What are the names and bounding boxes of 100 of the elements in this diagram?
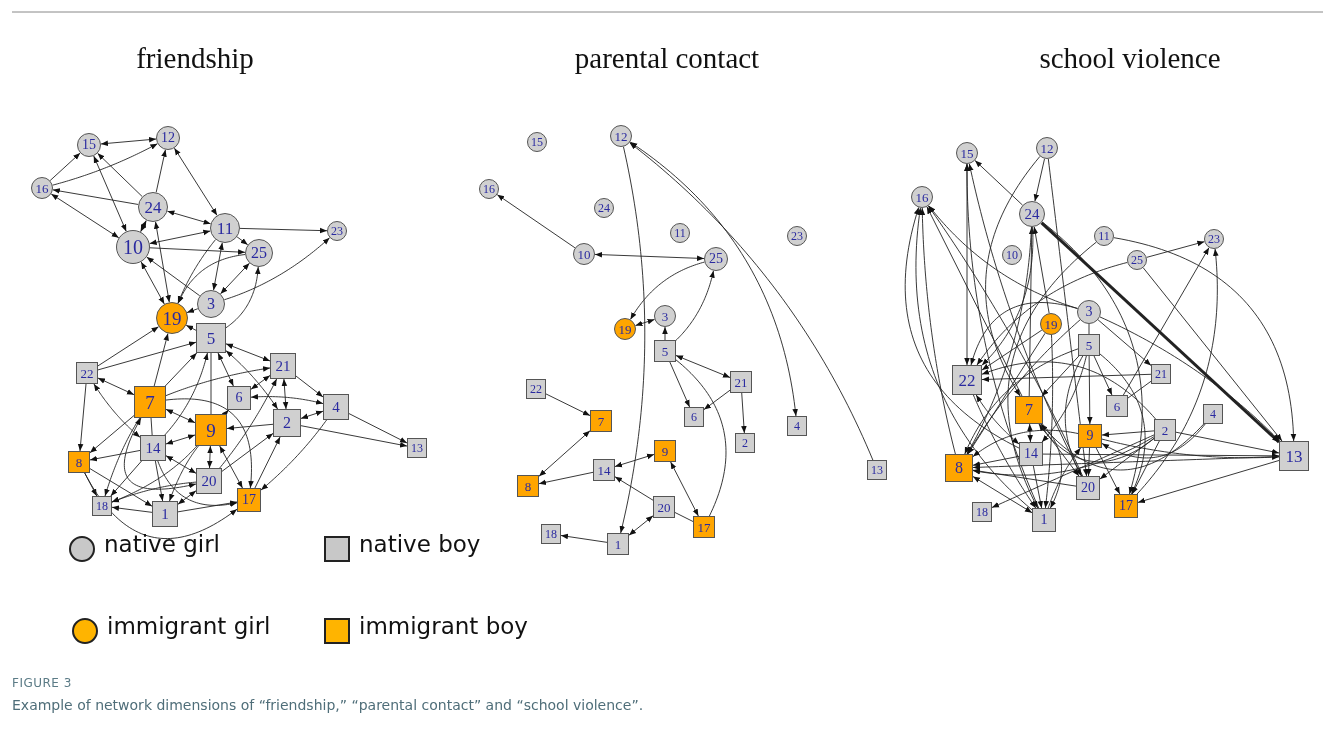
- connector-line: [674, 512, 694, 522]
- student-circle-node: 12: [610, 125, 632, 147]
- student-square-node: 7: [590, 410, 612, 432]
- legend-label: native boy: [359, 531, 481, 557]
- arrow: [177, 490, 197, 505]
- student-square-node: 21: [1151, 364, 1171, 384]
- student-square-node: 8: [517, 475, 539, 497]
- student-square-node: 22: [952, 365, 982, 395]
- connector-line: [210, 352, 212, 415]
- student-square-node: 5: [1078, 334, 1100, 356]
- student-circle-node: 3: [197, 290, 225, 318]
- connector-line: [1088, 323, 1090, 335]
- student-square-node: 8: [68, 451, 90, 473]
- student-circle-node: 10: [116, 230, 150, 264]
- student-circle-node: 3: [1077, 300, 1101, 324]
- student-circle-node: 12: [1036, 137, 1058, 159]
- arrow: [153, 221, 171, 303]
- student-square-node: 14: [1019, 442, 1043, 466]
- connector-line: [1127, 380, 1152, 399]
- arrow: [635, 318, 655, 327]
- student-square-node: 22: [76, 362, 98, 384]
- arrow: [212, 242, 224, 291]
- student-square-node: 21: [730, 371, 752, 393]
- student-square-node: 21: [270, 353, 296, 379]
- student-circle-node: 23: [1204, 229, 1224, 249]
- arrow: [173, 147, 218, 216]
- student-square-node: 18: [92, 496, 112, 516]
- student-circle-node: 24: [594, 198, 614, 218]
- student-circle-node: 10: [573, 243, 595, 265]
- student-circle-node: 11: [670, 223, 690, 243]
- arrow: [100, 136, 157, 147]
- arrow: [1040, 221, 1280, 444]
- arrow: [207, 445, 213, 469]
- student-circle-node: 12: [156, 126, 180, 150]
- student-square-node: 17: [693, 516, 715, 538]
- student-square-node: 8: [945, 454, 973, 482]
- student-square-node: 1: [1032, 508, 1056, 532]
- student-square-node: 1: [152, 501, 178, 527]
- student-circle-node: 3: [654, 305, 676, 327]
- student-square-node: 20: [653, 496, 675, 518]
- student-square-node: 4: [1203, 404, 1223, 424]
- student-square-node: 4: [323, 394, 349, 420]
- arrow: [149, 229, 211, 245]
- arrow: [140, 261, 165, 305]
- student-square-node: 4: [787, 416, 807, 436]
- arrow: [50, 193, 120, 239]
- arrow: [628, 515, 654, 536]
- student-square-node: 2: [1154, 419, 1176, 441]
- arrow: [140, 219, 147, 233]
- panel-title: school violence: [1039, 42, 1221, 75]
- student-square-node: 18: [972, 502, 992, 522]
- arrow: [1027, 423, 1033, 443]
- student-square-node: 5: [196, 323, 226, 353]
- student-circle-node: 24: [138, 192, 168, 222]
- student-square-node: 13: [1279, 441, 1309, 471]
- student-circle-node: 10: [1002, 245, 1022, 265]
- student-circle-node: 19: [156, 302, 188, 334]
- student-square-node: 9: [195, 414, 227, 446]
- student-circle-node: 16: [31, 177, 53, 199]
- student-square-node: 2: [273, 409, 301, 437]
- student-square-node: 2: [735, 433, 755, 453]
- student-circle-node: 19: [614, 318, 636, 340]
- student-square-node: 20: [1076, 476, 1100, 500]
- student-circle-node: 25: [245, 239, 273, 267]
- student-circle-node: 15: [77, 133, 101, 157]
- student-square-node: 13: [407, 438, 427, 458]
- student-square-node: 20: [196, 468, 222, 494]
- student-circle-node: 23: [327, 221, 347, 241]
- arrow: [594, 251, 705, 262]
- student-circle-node: 23: [787, 226, 807, 246]
- student-square-node: 5: [654, 340, 676, 362]
- student-circle-node: 25: [1127, 250, 1147, 270]
- student-square-node: 6: [1106, 395, 1128, 417]
- student-square-node: 9: [1078, 424, 1102, 448]
- student-circle-node: 15: [956, 142, 978, 164]
- student-circle-node: 24: [1019, 201, 1045, 227]
- student-square-node: 7: [134, 386, 166, 418]
- student-square-node: 6: [227, 386, 251, 410]
- student-square-node: 18: [541, 524, 561, 544]
- student-circle-node: 19: [1040, 313, 1062, 335]
- student-circle-node: 15: [527, 132, 547, 152]
- student-circle-node: 16: [911, 186, 933, 208]
- arrow: [281, 378, 289, 410]
- connector-line: [150, 417, 153, 436]
- legend-label: immigrant girl: [107, 613, 271, 639]
- student-square-node: 6: [684, 407, 704, 427]
- arrow: [220, 262, 250, 295]
- student-circle-node: 16: [479, 179, 499, 199]
- student-square-node: 17: [1114, 494, 1138, 518]
- panel-title: parental contact: [574, 42, 760, 75]
- student-square-node: 14: [140, 435, 166, 461]
- student-square-node: 13: [867, 460, 887, 480]
- student-square-node: 9: [654, 440, 676, 462]
- arrow: [93, 155, 127, 232]
- student-square-node: 1: [607, 533, 629, 555]
- legend-label: native girl: [104, 531, 220, 557]
- student-square-node: 14: [593, 459, 615, 481]
- arrow: [166, 210, 212, 225]
- student-square-node: 22: [526, 379, 546, 399]
- student-square-node: 17: [237, 488, 261, 512]
